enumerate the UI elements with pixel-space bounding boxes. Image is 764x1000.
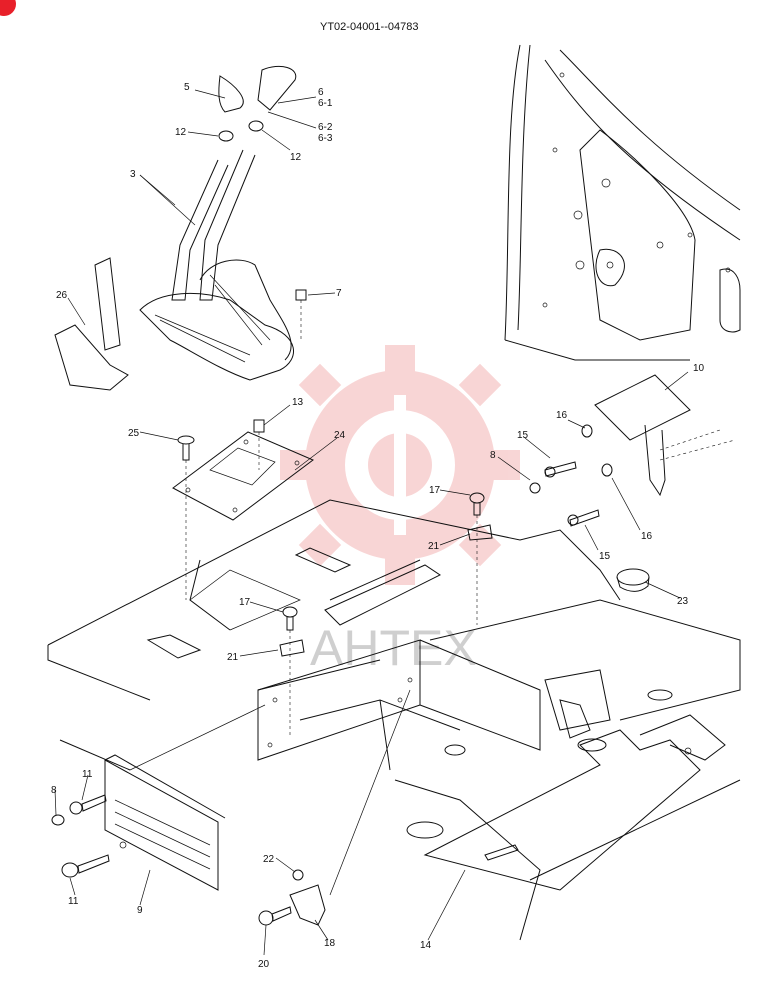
callout-5: 5 (184, 82, 190, 93)
callout-21: 21 (428, 541, 440, 552)
cab-wall (504, 44, 741, 361)
floor-mat (423, 714, 726, 891)
callout-24: 24 (334, 430, 346, 441)
callout-7: 7 (336, 288, 342, 299)
watermark-logo (280, 345, 520, 585)
side-cover (104, 754, 226, 891)
callout-26: 26 (56, 290, 68, 301)
callout-15: 15 (517, 430, 529, 441)
callout-23: 23 (677, 596, 689, 607)
callout-8: 8 (490, 450, 496, 461)
cover-plate (172, 431, 314, 521)
callout-3: 3 (130, 169, 136, 180)
side-bracket (54, 257, 129, 391)
callout-8b: 8 (51, 785, 57, 796)
callout-22: 22 (263, 854, 275, 865)
pedal-assembly (139, 65, 297, 381)
leader-lines (54, 89, 689, 956)
mount-bracket (594, 374, 736, 497)
corner-badge (0, 0, 16, 16)
callout-13: 13 (292, 397, 304, 408)
callout-labels: 5 6 6-1 6-2 6-3 12 12 3 26 7 10 13 25 24… (51, 82, 705, 970)
callout-12: 12 (175, 127, 187, 138)
callout-18: 18 (324, 938, 336, 949)
callout-6-3: 6-3 (318, 133, 333, 144)
seat-base-box (257, 639, 541, 771)
callout-17b: 17 (239, 597, 251, 608)
callout-25: 25 (128, 428, 140, 439)
drawing-code: YT02-04001--04783 (320, 21, 418, 33)
callout-6-1: 6-1 (318, 98, 333, 109)
hardware (51, 289, 650, 926)
callout-20: 20 (258, 959, 270, 970)
callout-16: 16 (556, 410, 568, 421)
floor-plate (47, 499, 741, 941)
callout-16b: 16 (641, 531, 653, 542)
callout-21b: 21 (227, 652, 239, 663)
callout-10: 10 (693, 363, 705, 374)
callout-17: 17 (429, 485, 441, 496)
callout-11: 11 (82, 769, 93, 780)
callout-14: 14 (420, 940, 432, 951)
callout-11b: 11 (68, 896, 79, 907)
callout-12b: 12 (290, 152, 302, 163)
callout-15b: 15 (599, 551, 611, 562)
callout-6-2: 6-2 (318, 122, 333, 133)
callout-6: 6 (318, 87, 324, 98)
callout-9: 9 (137, 905, 143, 916)
